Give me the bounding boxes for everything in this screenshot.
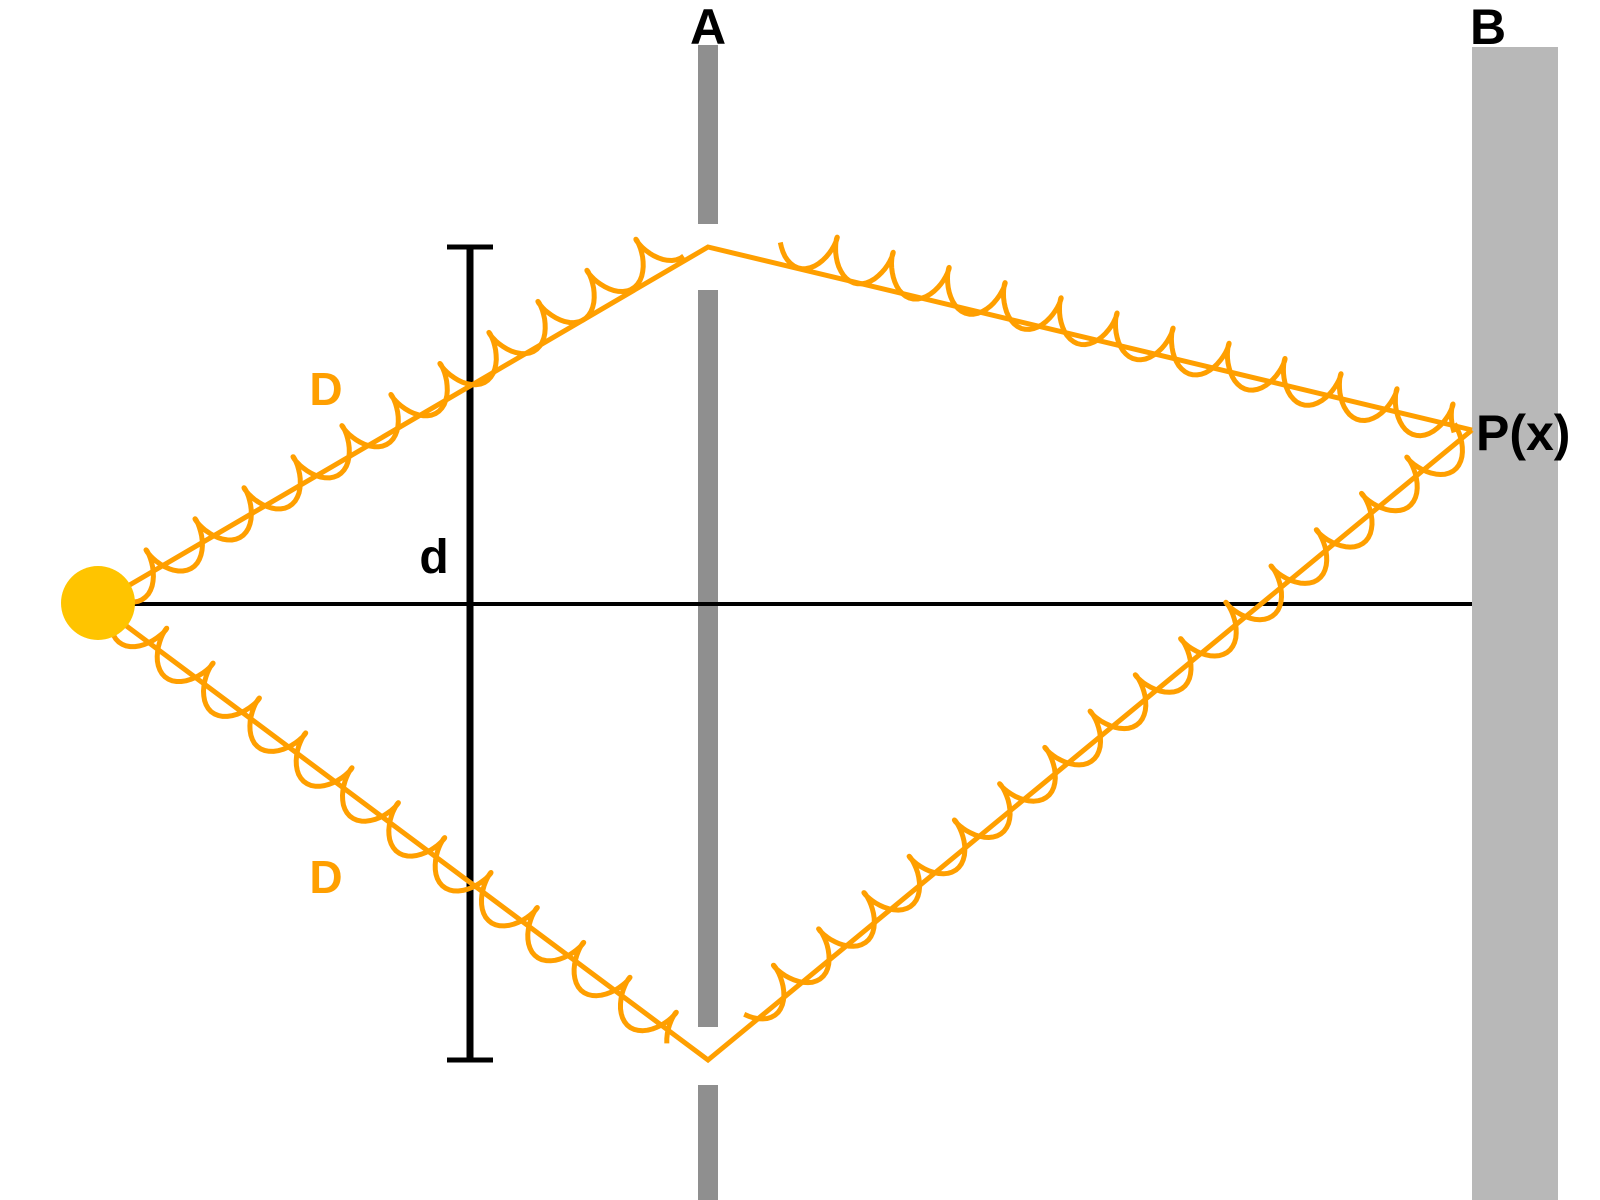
upper-path-line <box>95 244 1473 607</box>
photon-waves <box>108 234 1465 1044</box>
screen-b <box>1472 47 1558 1200</box>
screen-b-label: B <box>1470 0 1506 55</box>
wave-lower-outgoing <box>743 422 1465 1022</box>
lower-path-label: D <box>309 851 342 903</box>
wave-upper-outgoing <box>777 234 1457 439</box>
lower-path-line <box>95 428 1474 1064</box>
slit-separation-bracket <box>447 244 493 1063</box>
photon-paths <box>95 244 1474 1064</box>
wave-upper-incoming <box>110 236 686 605</box>
light-source <box>61 566 135 640</box>
barrier-a-label: A <box>690 0 726 55</box>
upper-path-label: D <box>309 363 342 415</box>
wave-lower-incoming <box>108 611 679 1044</box>
slit-separation-label: d <box>419 531 448 584</box>
point-label: P(x) <box>1476 405 1570 461</box>
